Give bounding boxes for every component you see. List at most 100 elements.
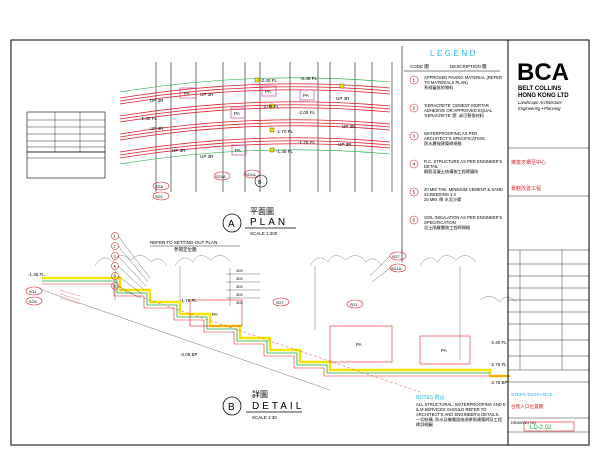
section-pa-label: PA bbox=[441, 348, 447, 353]
plan-tag: A bbox=[228, 219, 235, 230]
drawing-number: LD-2.02 bbox=[530, 425, 552, 431]
legend-description-zh: 泥土隔離層按工程師規格 bbox=[424, 225, 471, 230]
legend-code: 6 bbox=[413, 218, 416, 223]
firm-name-line2: HONG KONG LTD bbox=[518, 93, 569, 99]
title-block: BCA BELT COLLINS HONG KONG LTD Landscape… bbox=[507, 40, 589, 445]
plan-up-label: UP 3R bbox=[342, 124, 356, 129]
legend-description-zh: 鋼筋混凝土結構按工程師圖則 bbox=[424, 169, 479, 174]
firm-logo: BCA bbox=[517, 59, 569, 86]
legend-col-desc: DESCRIPTION 圖 bbox=[450, 64, 487, 70]
firm-name-line1: BELT COLLINS bbox=[518, 86, 561, 92]
legend-code: 5 bbox=[413, 190, 416, 195]
plan-title-zh: 平面圖 bbox=[250, 207, 274, 216]
section-scale-label: SCALE bbox=[252, 415, 267, 420]
notes-text-zh: 一切結構, 防水及機電設施須參照建築師及工程師詳細圖 bbox=[416, 417, 503, 427]
plan-section-ref bbox=[254, 174, 268, 188]
firm-name-line3: Landscape Architecture bbox=[518, 100, 563, 105]
plan-up-label: UP 3R bbox=[338, 142, 352, 147]
section-level: -2.40 FL bbox=[490, 340, 507, 345]
plan-level-markers bbox=[254, 77, 345, 153]
plan-level-label: -1.75 FL bbox=[298, 140, 316, 145]
legend-description: 20 MM THK. MINIMUM CEMENT & SAND SCREEDI… bbox=[424, 187, 503, 197]
plan-level-label: -1.30 FL bbox=[140, 116, 158, 121]
notes-block: NOTES 附註: ALL STRUCTURAL, WATERPROOFING … bbox=[416, 394, 506, 427]
section-level: -1.75 FL bbox=[180, 298, 197, 303]
section-pa-label: PA bbox=[212, 312, 218, 317]
legend-description: R.C. STRUCTURE AS PER ENGINEER'S DETAIL bbox=[424, 159, 503, 169]
plan-level-label: -1.70 FL bbox=[276, 129, 294, 134]
drawing-title: STEPS ENTRANCE bbox=[511, 392, 553, 397]
legend-code: 1 bbox=[413, 78, 416, 83]
legend-description-zh: 系經審批的物料 bbox=[424, 85, 454, 90]
legend-col-code: CODE 圖 bbox=[410, 64, 429, 70]
plan-callout: SG1A bbox=[245, 172, 256, 177]
section-callout: 3 bbox=[114, 255, 116, 259]
plan-scale-label: SCALE bbox=[250, 231, 265, 236]
section-callout: 4 bbox=[114, 265, 116, 269]
section-callout: SG1A bbox=[391, 267, 402, 271]
notes-title: NOTES 附註: bbox=[416, 394, 446, 401]
plan-pa-label: PA bbox=[235, 148, 242, 153]
legend-description-zh: 20 MM. 厚 水泥沙漿 bbox=[424, 197, 462, 202]
plan-scale-value: 1:200 bbox=[266, 231, 278, 236]
legend-description: WATERPROOFING AS PER ARCHITECT'S SPECIFI… bbox=[424, 131, 485, 141]
legend-description: APPROVED PAVING MATERIAL (REFER TO MATER… bbox=[424, 75, 503, 85]
plan-up-label: UP 3R bbox=[172, 148, 186, 153]
section-title-zh: 詳圖 bbox=[252, 389, 268, 399]
section-callout: SG1 bbox=[29, 290, 37, 294]
legend-code-circle bbox=[409, 103, 419, 113]
section-callout: 6 bbox=[114, 285, 116, 289]
legend-code-circle bbox=[409, 75, 419, 85]
section-dim: 300 bbox=[236, 276, 243, 281]
project-title-zh: 樂富天橋至中心 bbox=[511, 159, 546, 166]
legend-description: SOIL INSULATION AS PER ENGINEER'S SPECIF… bbox=[424, 215, 503, 225]
notes-text: ALL STRUCTURAL, WATERPROOFING AND E & M … bbox=[416, 402, 506, 417]
legend-code-circle bbox=[409, 159, 419, 169]
plan-view: UP 3R UP 3R UP 3R UP 3R UP 3R UP 3R UP 3… bbox=[119, 62, 393, 236]
section-tag: B bbox=[228, 402, 235, 413]
plan-level-label: -2.05 FL bbox=[298, 110, 316, 115]
section-dim: 300 bbox=[236, 292, 243, 297]
legend-code-circle bbox=[409, 215, 419, 225]
plan-pa-label: PA bbox=[303, 93, 310, 98]
section-pa-label: PA bbox=[356, 342, 362, 347]
section-level: -2.05 BP bbox=[180, 352, 198, 357]
section-level: -2.75 BP bbox=[490, 380, 508, 385]
plan-up-label: UP 3R bbox=[150, 126, 164, 131]
section-callout: 1 bbox=[114, 235, 116, 239]
project-subtitle-zh: 景觀改善工程 bbox=[511, 185, 541, 192]
plan-section-ref-label: B bbox=[258, 180, 262, 186]
plan-callout: SG1A bbox=[215, 174, 226, 179]
section-steps bbox=[41, 276, 510, 393]
section-level: -1.35 FL bbox=[28, 272, 45, 277]
section-callout: SG7 bbox=[392, 255, 400, 259]
legend: LEGEND CODE 圖 DESCRIPTION 圖 bbox=[401, 46, 500, 262]
plan-level-label: -2.05 FL bbox=[262, 104, 280, 109]
revision-table bbox=[26, 111, 106, 179]
plan-step-curves bbox=[119, 83, 391, 159]
legend-code: 4 bbox=[413, 162, 416, 167]
legend-description-zh: 'KERACRETE' 膠, 或可替換材料 bbox=[424, 113, 484, 118]
legend-code: 2 bbox=[413, 106, 416, 111]
plan-up-label: UP 3R bbox=[200, 154, 214, 159]
section-dim: 300 bbox=[236, 284, 243, 289]
plan-level-label: -2.45 FL bbox=[300, 76, 318, 81]
section-tag-circle bbox=[222, 396, 242, 416]
plan-up-label: UP 3R bbox=[150, 98, 164, 103]
plan-pa-label: PA bbox=[184, 91, 191, 96]
plan-pa-label: PA bbox=[265, 89, 272, 94]
plan-up-label: UP 3R bbox=[200, 92, 214, 97]
section-callout: SG1 bbox=[350, 303, 358, 307]
section-callout: 5 bbox=[114, 275, 116, 279]
plan-pa-label: PA bbox=[234, 111, 241, 116]
section-dim: 400 bbox=[236, 268, 243, 273]
plan-level-label: -2.40 FL bbox=[260, 78, 278, 83]
plan-level-label: -1.35 FL bbox=[276, 149, 294, 154]
legend-code-circle bbox=[409, 131, 419, 141]
legend-items: 1 APPROVED PAVING MATERIAL (REFER TO MATE… bbox=[409, 75, 503, 230]
plan-callout: SG1 bbox=[155, 194, 164, 199]
plan-pa-boxes bbox=[179, 85, 315, 156]
sheet-border bbox=[10, 39, 590, 446]
firm-name-line4: Engineering • Planning bbox=[518, 106, 561, 111]
